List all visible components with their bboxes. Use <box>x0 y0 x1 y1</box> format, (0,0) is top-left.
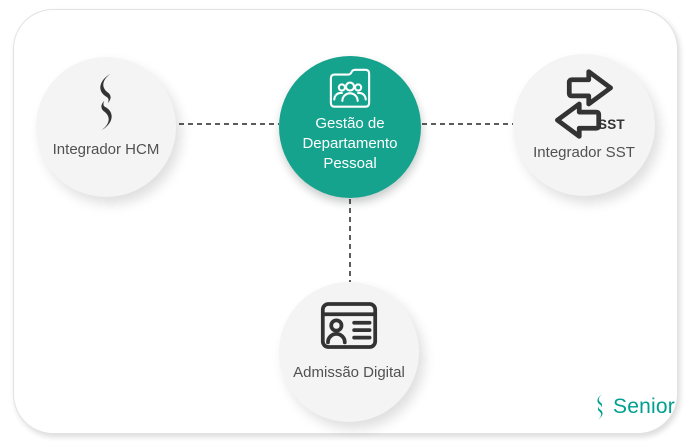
transfer-arrows-icon: SST <box>543 66 625 142</box>
sst-icon-label: SST <box>598 117 625 132</box>
senior-s-icon <box>100 73 112 131</box>
node-gestao-departamento-pessoal: Gestão de Departamento Pessoal <box>279 56 421 198</box>
connector-hcm-center <box>179 123 279 125</box>
id-card-icon <box>320 302 378 349</box>
folder-users-icon <box>329 68 371 108</box>
senior-s-icon <box>597 394 603 420</box>
diagram-card: Integrador HCM Gestão de Departamento Pe… <box>13 9 678 434</box>
center-node-title: Gestão de Departamento Pessoal <box>302 114 397 174</box>
connector-center-sst <box>422 123 513 125</box>
senior-logo-text: Senior <box>613 395 675 418</box>
node-integrador-hcm: Integrador HCM <box>36 57 176 197</box>
node-label: Integrador HCM <box>52 141 160 158</box>
center-title-line: Pessoal <box>323 155 377 172</box>
node-label: Integrador SST <box>533 144 635 161</box>
center-title-line: Gestão de <box>315 115 385 132</box>
center-title-line: Departamento <box>302 135 398 152</box>
node-label: Admissão Digital <box>293 364 405 381</box>
connector-center-admissao <box>349 199 351 282</box>
node-integrador-sst: SST Integrador SST <box>513 54 655 196</box>
senior-logo: Senior <box>592 394 675 420</box>
node-admissao-digital: Admissão Digital <box>279 282 419 422</box>
